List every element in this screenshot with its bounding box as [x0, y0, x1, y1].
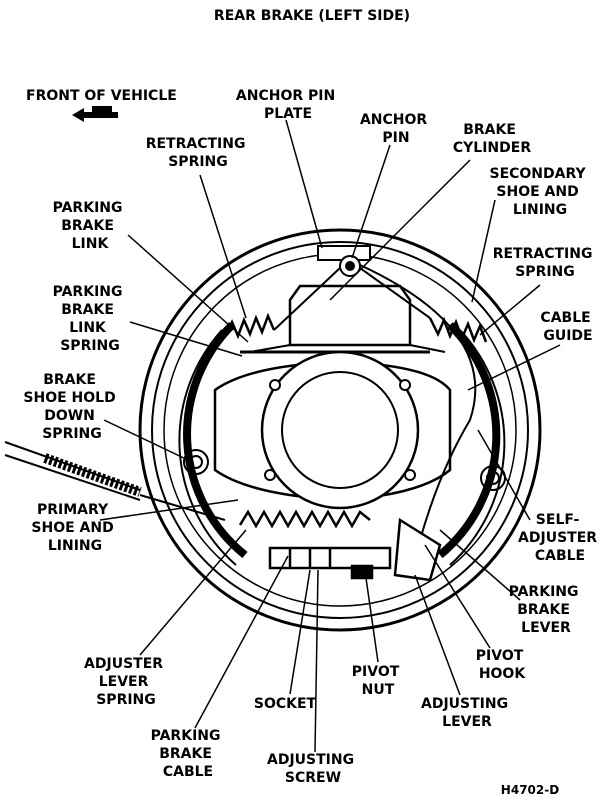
figure-id: H4702-D: [501, 783, 559, 797]
part-labels: ANCHOR PIN PLATE ANCHOR PIN BRAKE CYLIND…: [23, 88, 602, 797]
label-anchor-pin: ANCHOR PIN: [360, 112, 432, 146]
self-adjuster-cable: [359, 264, 477, 541]
label-parking-brake-lever: PARKING BRAKE LEVER: [509, 584, 584, 636]
axle-hub: [213, 350, 452, 510]
label-parking-brake-link-spring: PARKING BRAKE LINK SPRING: [53, 284, 128, 354]
label-pivot-hook: PIVOT HOOK: [476, 648, 528, 682]
anchor-pin: [317, 245, 371, 277]
front-arrow-icon: [72, 106, 118, 122]
retracting-spring-left: [223, 312, 276, 340]
adjuster-lever-spring: [238, 509, 371, 529]
front-of-vehicle-label: FRONT OF VEHICLE: [26, 88, 177, 104]
label-adjuster-lever-spring: ADJUSTER LEVER SPRING: [84, 656, 168, 708]
label-adjusting-lever: ADJUSTING LEVER: [421, 696, 513, 730]
adjusting-lever: [393, 517, 442, 582]
label-primary-shoe: PRIMARY SHOE AND LINING: [31, 502, 118, 554]
label-hold-down-spring: BRAKE SHOE HOLD DOWN SPRING: [23, 372, 120, 442]
retracting-spring-right: [428, 316, 488, 344]
label-brake-cylinder: BRAKE CYLINDER: [453, 122, 531, 156]
label-pivot-nut: PIVOT NUT: [352, 664, 404, 698]
label-self-adjuster-cable: SELF- ADJUSTER CABLE: [518, 512, 602, 564]
diagram-title: REAR BRAKE (LEFT SIDE): [214, 8, 410, 24]
leader-lines: [99, 119, 561, 753]
label-parking-brake-cable: PARKING BRAKE CABLE: [151, 728, 226, 780]
adjusting-screw: [268, 546, 392, 580]
brake-shoes: [178, 322, 506, 566]
label-retracting-spring-left: RETRACTING SPRING: [146, 136, 251, 170]
label-retracting-spring-right: RETRACTING SPRING: [493, 246, 598, 280]
label-anchor-pin-plate: ANCHOR PIN PLATE: [236, 88, 340, 122]
label-parking-brake-link: PARKING BRAKE LINK: [53, 200, 128, 252]
label-adjusting-screw: ADJUSTING SCREW: [267, 752, 359, 786]
label-cable-guide: CABLE GUIDE: [540, 310, 595, 344]
label-secondary-shoe: SECONDARY SHOE AND LINING: [489, 166, 590, 218]
label-socket: SOCKET: [254, 696, 317, 712]
